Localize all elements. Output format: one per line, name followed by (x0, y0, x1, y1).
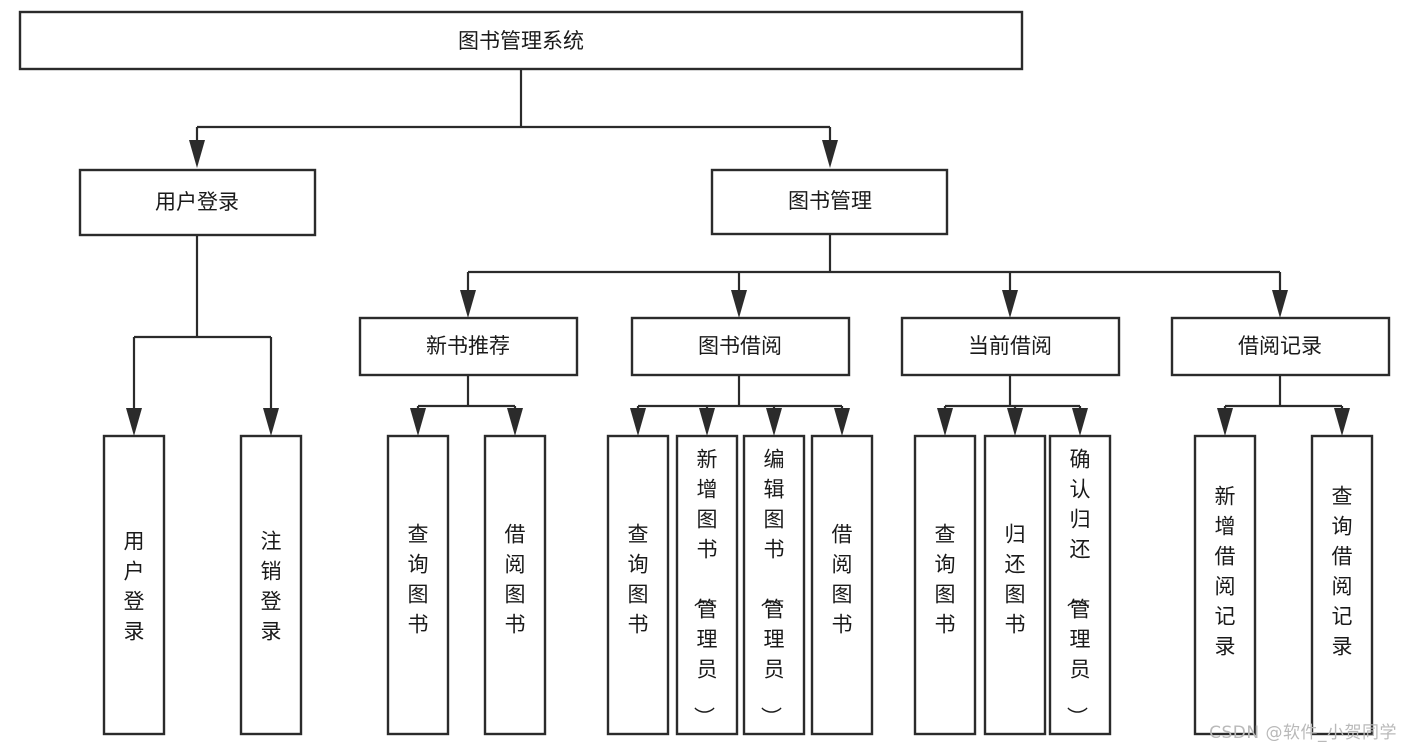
node-do-logout-label: 注销登录 (261, 529, 282, 643)
arrow-head-icon (731, 290, 747, 318)
arrow-head-icon (834, 408, 850, 436)
node-root-label: 图书管理系统 (458, 29, 584, 53)
node-borrow-book-2-label: 借阅图书 (832, 522, 853, 636)
node-confirm-return[interactable]: 确认归还（管理员） (1048, 434, 1112, 736)
arrow-head-icon (1272, 290, 1288, 318)
node-query-record-label: 查询借阅记录 (1332, 484, 1353, 658)
node-borrow-book-1[interactable]: 借阅图书 (483, 434, 547, 736)
node-do-login[interactable]: 用户登录 (102, 434, 166, 736)
arrow-head-icon (1217, 408, 1233, 436)
node-query-book-2[interactable]: 查询图书 (606, 434, 670, 736)
arrow-head-icon (126, 408, 142, 436)
node-book-borrow[interactable]: 图书借阅 (630, 316, 851, 377)
arrow-head-icon (410, 408, 426, 436)
arrow-head-icon (189, 140, 205, 168)
node-query-book-3-label: 查询图书 (935, 522, 956, 636)
node-borrow-record-label: 借阅记录 (1238, 334, 1322, 358)
edge-user-login-to-children (126, 235, 279, 436)
edge-book-manage-to-level2 (460, 234, 1288, 318)
node-user-login[interactable]: 用户登录 (78, 168, 317, 237)
node-edit-book-label: 编辑图书（管理员） (759, 447, 785, 727)
node-add-book[interactable]: 新增图书（管理员） (675, 434, 739, 736)
edge-current-borrow-to-children (937, 375, 1088, 436)
node-edit-book[interactable]: 编辑图书（管理员） (742, 434, 806, 736)
node-book-manage[interactable]: 图书管理 (710, 168, 949, 236)
arrow-head-icon (766, 408, 782, 436)
arrow-head-icon (1002, 290, 1018, 318)
node-add-book-label: 新增图书（管理员） (692, 447, 718, 727)
arrow-head-icon (822, 140, 838, 168)
node-borrow-book-2[interactable]: 借阅图书 (810, 434, 874, 736)
node-add-record-label: 新增借阅记录 (1215, 484, 1236, 658)
node-book-manage-label: 图书管理 (788, 189, 872, 213)
node-do-logout[interactable]: 注销登录 (239, 434, 303, 736)
arrow-head-icon (937, 408, 953, 436)
arrow-head-icon (460, 290, 476, 318)
node-borrow-record[interactable]: 借阅记录 (1170, 316, 1391, 377)
watermark: CSDN @软件_小贺同学 (1209, 723, 1397, 743)
nodes-layer: 图书管理系统 用户登录 图书管理 新书推荐 图书借阅 (18, 10, 1391, 736)
node-query-book-2-label: 查询图书 (628, 522, 649, 636)
node-query-record[interactable]: 查询借阅记录 (1310, 434, 1374, 736)
node-user-login-label: 用户登录 (155, 190, 239, 214)
node-book-borrow-label: 图书借阅 (698, 334, 782, 358)
arrow-head-icon (699, 408, 715, 436)
node-query-book-1[interactable]: 查询图书 (386, 434, 450, 736)
node-borrow-book-1-label: 借阅图书 (505, 522, 526, 636)
edge-root-to-level1 (189, 69, 838, 168)
arrow-head-icon (630, 408, 646, 436)
node-new-book-rec[interactable]: 新书推荐 (358, 316, 579, 377)
node-query-book-1-label: 查询图书 (408, 522, 429, 636)
node-return-book[interactable]: 归还图书 (983, 434, 1047, 736)
node-add-record[interactable]: 新增借阅记录 (1193, 434, 1257, 736)
edges-layer (126, 69, 1350, 436)
node-do-login-label: 用户登录 (124, 529, 145, 643)
node-confirm-return-label: 确认归还（管理员） (1065, 447, 1091, 727)
arrow-head-icon (263, 408, 279, 436)
edge-borrow-record-to-children (1217, 375, 1350, 436)
arrow-head-icon (1072, 408, 1088, 436)
node-return-book-label: 归还图书 (1005, 522, 1026, 636)
arrow-head-icon (1007, 408, 1023, 436)
node-current-borrow-label: 当前借阅 (968, 334, 1052, 358)
node-query-book-3[interactable]: 查询图书 (913, 434, 977, 736)
node-current-borrow[interactable]: 当前借阅 (900, 316, 1121, 377)
edge-book-borrow-to-children (630, 375, 850, 436)
edge-new-book-rec-to-children (410, 375, 523, 436)
node-root[interactable]: 图书管理系统 (18, 10, 1024, 71)
node-new-book-rec-label: 新书推荐 (426, 334, 510, 358)
arrow-head-icon (507, 408, 523, 436)
arrow-head-icon (1334, 408, 1350, 436)
